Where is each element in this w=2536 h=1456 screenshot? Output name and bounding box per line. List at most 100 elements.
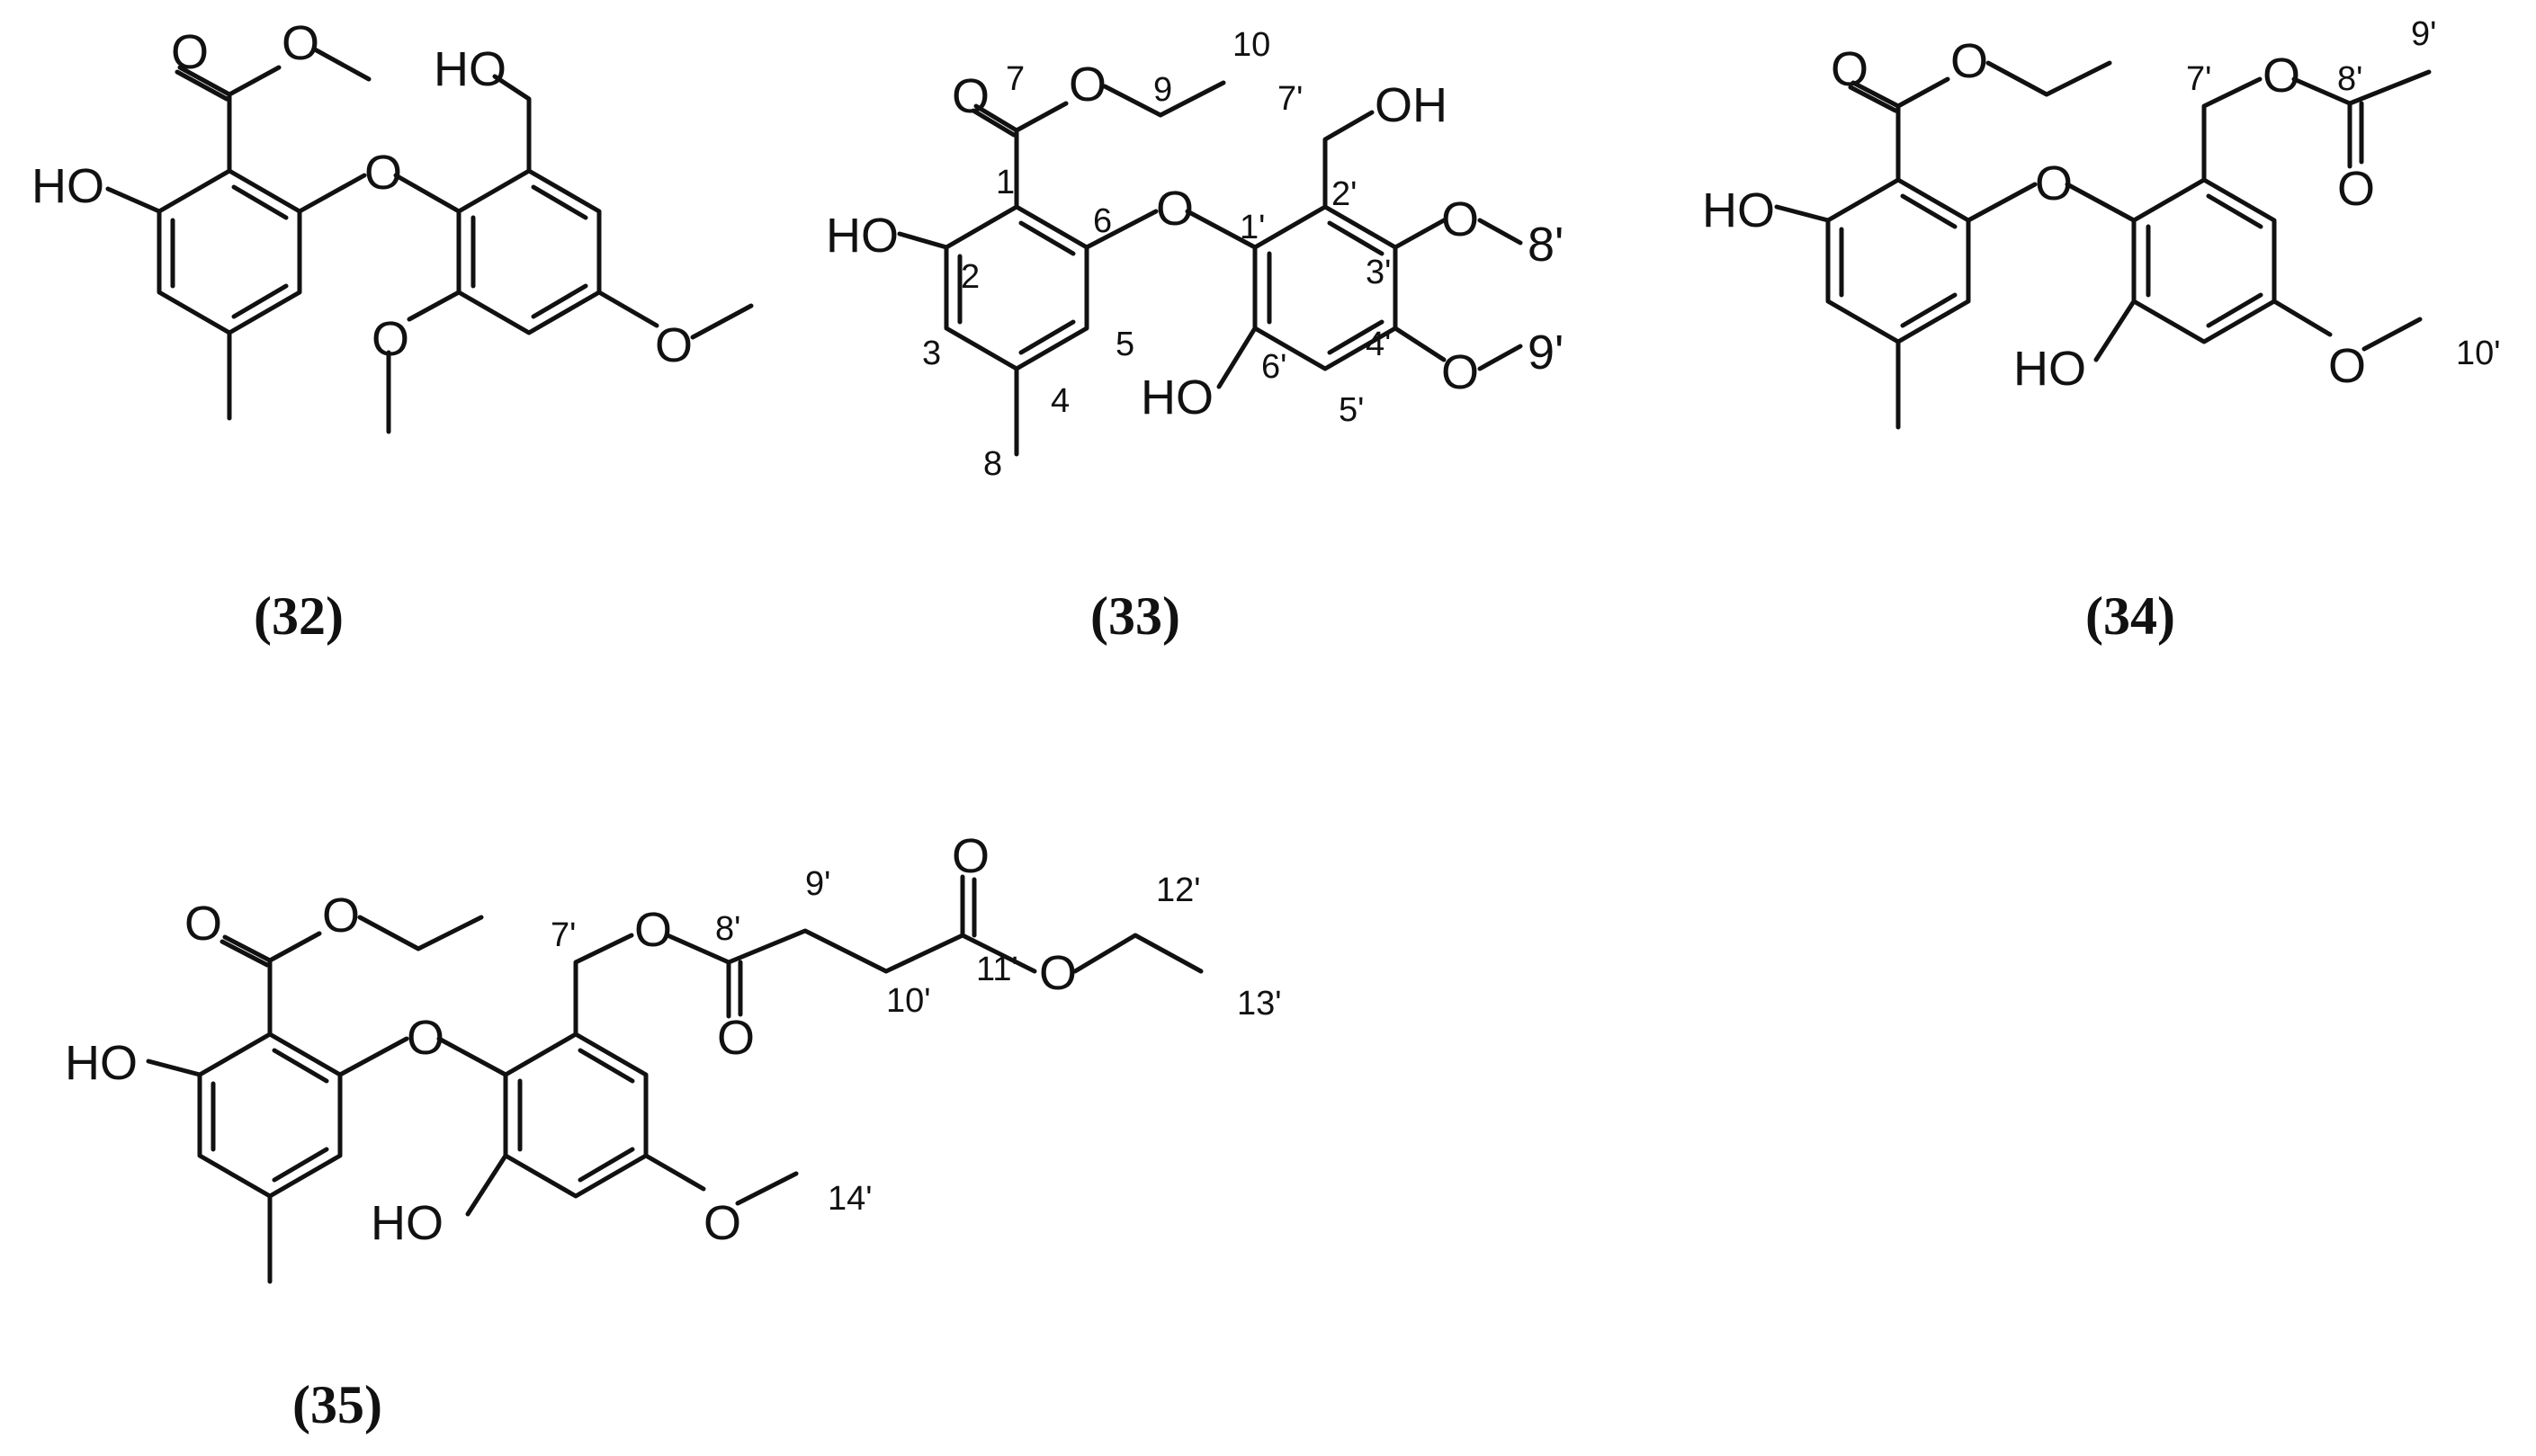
- c34-oh-bond: [1774, 204, 1831, 223]
- c35-num-8p: 8': [715, 910, 740, 948]
- c32-atom-o-methoxy-right: O: [655, 318, 693, 372]
- c34-atom-o-carbonyl: O: [1831, 42, 1868, 96]
- c34-atom-ho-left: HO: [1702, 183, 1775, 237]
- c33-atom-ho-right: HO: [1141, 371, 1214, 424]
- c32-atom-o-ether: O: [364, 146, 402, 200]
- c34-num-10p: 10': [2456, 335, 2501, 372]
- c33-atom-oh: OH: [1375, 78, 1447, 132]
- c33-num-2p: 2': [1331, 175, 1357, 213]
- c33-left-ring-double: [957, 220, 1076, 355]
- c34-oh-right: [2093, 299, 2137, 362]
- c32-atom-ho-ch2: HO: [434, 42, 506, 96]
- c32-oh-bond: [105, 186, 162, 214]
- c34-atom-o-ester: O: [1950, 34, 1988, 88]
- c32-left-ring: [157, 168, 302, 335]
- c33-right-ring-double: [1267, 220, 1384, 355]
- c35-num-9p: 9': [805, 865, 830, 903]
- c34-atom-o-methoxy: O: [2328, 339, 2366, 393]
- c32-right-ring: [456, 168, 602, 335]
- c35-atom-ho-left: HO: [65, 1036, 138, 1090]
- c33-num-6p: 6': [1261, 348, 1286, 386]
- c35-atom-o-succinyl: O: [634, 903, 672, 957]
- c33-num-5p: 5': [1339, 391, 1364, 429]
- c33-num-10: 10: [1232, 26, 1270, 64]
- c34-ether-bonds: [1966, 182, 2137, 223]
- c33-num-7p: 7': [1277, 80, 1303, 118]
- c35-right-ring-double: [517, 1048, 635, 1183]
- c35-atom-o-ester-11p: O: [1039, 946, 1077, 1000]
- c34-atom-o-ether: O: [2035, 156, 2073, 210]
- c34-num-7p: 7': [2186, 60, 2211, 98]
- c35-num-14p: 14': [828, 1180, 873, 1218]
- c32-atom-o-methoxy-low: O: [372, 312, 409, 366]
- c34-caption: (34): [2085, 586, 2175, 646]
- c35-atom-o-8p: O: [717, 1011, 755, 1065]
- c33-ch2oh: [1322, 110, 1375, 210]
- c35-atom-o-ether: O: [407, 1011, 444, 1065]
- c33-num-1: 1: [996, 164, 1015, 201]
- c35-num-12p: 12': [1156, 871, 1201, 909]
- c32-left-ring-double: [170, 184, 289, 319]
- c33-num-4: 4: [1051, 382, 1070, 420]
- c35-atom-o-carbonyl: O: [184, 897, 222, 951]
- c34-ester-bonds: [1848, 60, 2112, 183]
- c35-ester-bonds: [220, 915, 484, 1037]
- c34-right-ring-double: [2146, 193, 2263, 328]
- c35-left-ring: [197, 1032, 343, 1199]
- c33-num-6: 6: [1093, 202, 1112, 240]
- c34-acetoxy: [2201, 69, 2432, 183]
- c33-caption: (33): [1090, 586, 1180, 646]
- c33-atom-o3: O: [1441, 192, 1479, 246]
- c33-atom-o4: O: [1441, 345, 1479, 399]
- c33-num-3: 3: [922, 335, 941, 372]
- c32-methoxy-right: [596, 290, 754, 340]
- c34-methoxy-right: [2272, 299, 2423, 352]
- c32-atom-o-ester: O: [282, 16, 319, 70]
- c35-right-ring: [503, 1032, 649, 1199]
- c33-atom-ho-left: HO: [826, 209, 899, 263]
- c33-num-2: 2: [961, 258, 980, 296]
- c35-atom-o-11p: O: [952, 829, 990, 883]
- c33-num-8p: 8': [1528, 218, 1564, 272]
- compound-33: O O HO O OH O O HO 7 9 10 1 6 2 3 5 4 8 …: [826, 26, 1564, 646]
- c33-num-7: 7: [1006, 60, 1025, 98]
- c34-left-ring-double: [1839, 193, 1958, 328]
- c34-atom-o-acetoxy: O: [2263, 49, 2300, 103]
- c33-atom-o-ester: O: [1069, 58, 1107, 112]
- c35-oh-bond: [146, 1059, 202, 1077]
- c33-ether-bonds: [1084, 209, 1258, 250]
- c33-num-9p: 9': [1528, 326, 1564, 380]
- c34-atom-o-acetyl: O: [2337, 162, 2375, 216]
- c35-ether-bonds: [337, 1036, 508, 1077]
- c33-num-5: 5: [1116, 326, 1134, 363]
- c35-num-7p: 7': [551, 916, 576, 954]
- c33-ester-bonds: [971, 80, 1226, 210]
- c35-left-ring-double: [211, 1048, 329, 1183]
- c35-num-10p: 10': [886, 982, 931, 1020]
- c33-atom-o-ether: O: [1156, 182, 1194, 236]
- c32-right-ring-double: [470, 184, 588, 319]
- c33-num-1p: 1': [1240, 209, 1265, 246]
- c32-ch2oh: [492, 74, 532, 174]
- c32-methoxy-low: [386, 290, 461, 434]
- c35-atom-o-ester: O: [322, 889, 360, 942]
- c33-num-4p: 4': [1366, 326, 1391, 363]
- c35-caption: (35): [292, 1375, 382, 1434]
- compound-32: O O HO O HO O O (32): [31, 16, 754, 646]
- c33-oh-bond: [897, 231, 949, 250]
- c32-caption: (32): [254, 586, 344, 646]
- c35-num-11p: 11': [976, 951, 1018, 988]
- c33-o4-bond: [1393, 326, 1523, 371]
- c35-num-13p: 13': [1237, 985, 1282, 1023]
- c35-atom-ho-right: HO: [371, 1196, 444, 1250]
- c33-num-9: 9: [1153, 71, 1172, 109]
- c32-ether-bonds: [297, 173, 461, 214]
- c32-atom-ho-left: HO: [31, 159, 104, 213]
- c35-atom-o-methoxy: O: [703, 1196, 741, 1250]
- c33-num-8: 8: [983, 445, 1002, 483]
- c34-atom-ho-right: HO: [2013, 342, 2086, 396]
- c33-atom-o-carbonyl: O: [952, 69, 990, 123]
- compound-35: O O HO O O O O O HO O 7' 8' 9' 10' 11' 1…: [65, 829, 1282, 1434]
